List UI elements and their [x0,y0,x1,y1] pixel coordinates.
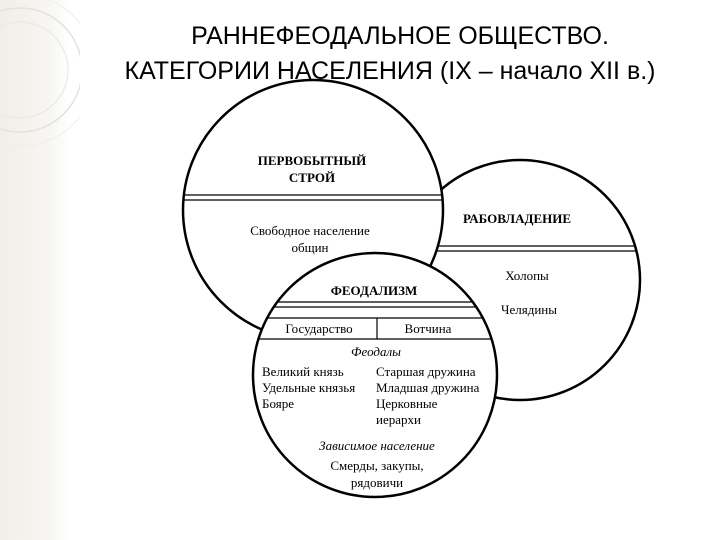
feudalism-circle [251,251,499,499]
dependent-population-label: Зависимое население [319,438,435,453]
dependent-population-line-2: рядовичи [351,475,403,490]
side-decoration-band [0,0,70,540]
feudals-label: Феодалы [351,344,401,359]
feudalism-column-estate: Вотчина [405,321,452,336]
slavery-heading: РАБОВЛАДЕНИЕ [463,211,571,226]
feudal-left-item-1: Великий князь [262,364,344,379]
slide-title-line-1: РАННЕФЕОДАЛЬНОЕ ОБЩЕСТВО. [191,22,609,50]
feudal-right-item-4: иерархи [376,412,421,427]
decorative-circles [0,0,80,147]
dependent-population-line-1: Смерды, закупы, [330,458,423,473]
slavery-item-1: Холопы [505,268,549,283]
slide-title-line-2: КАТЕГОРИИ НАСЕЛЕНИЯ (IX – начало XII в.) [124,57,656,85]
primitive-heading-line-1: ПЕРВОБЫТНЫЙ [258,153,367,168]
primitive-heading-line-2: СТРОЙ [289,170,335,185]
primitive-text-line-2: общин [291,240,328,255]
primitive-text-line-1: Свободное население [250,223,370,238]
slavery-item-2: Челядины [501,302,557,317]
feudal-right-item-1: Старшая дружина [376,364,476,379]
feudal-right-item-2: Младшая дружина [376,380,480,395]
feudal-left-item-2: Удельные князья [262,380,355,395]
feudalism-heading: ФЕОДАЛИЗМ [331,283,418,298]
feudal-right-item-3: Церковные [376,396,438,411]
feudalism-column-state: Государство [285,321,352,336]
feudal-left-item-3: Бояре [262,396,294,411]
